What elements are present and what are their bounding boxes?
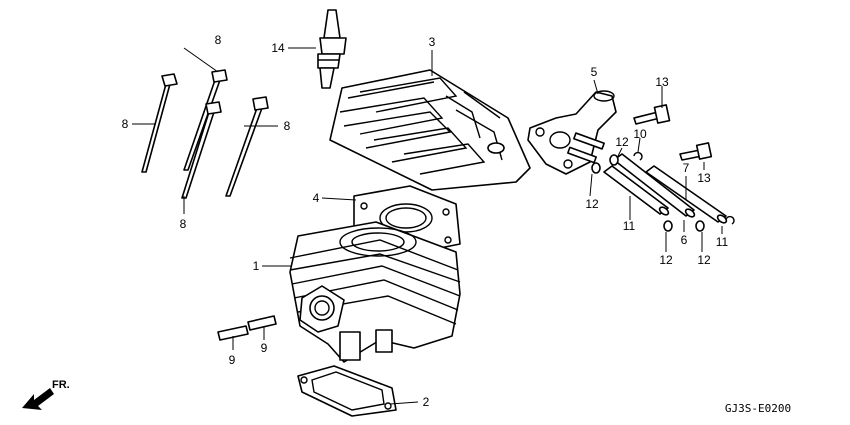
stud-bolt-8-a xyxy=(141,73,178,173)
callout-8-right: 8 xyxy=(284,119,291,133)
clip-11-a xyxy=(633,151,643,161)
callout-10: 11 xyxy=(623,219,636,233)
cylinder-block xyxy=(289,221,461,363)
callout-13-top: 13 xyxy=(655,75,669,89)
spark-plug xyxy=(317,9,347,89)
front-label: FR. xyxy=(52,379,70,391)
callout-2: 2 xyxy=(423,395,430,409)
stud-bolt-8-b xyxy=(183,69,228,171)
callout-6: 6 xyxy=(681,233,688,247)
cylinder-head xyxy=(329,69,531,191)
callout-8-bottom: 8 xyxy=(180,217,187,231)
flange-bolt-13-a xyxy=(633,104,671,125)
stud-bolt-8-d xyxy=(225,96,269,197)
short-stud-9-b xyxy=(247,315,277,331)
callout-12-upper: 12 xyxy=(615,135,629,149)
callout-9-right: 9 xyxy=(261,341,268,355)
callout-12-right: 12 xyxy=(697,253,711,267)
callout-3: 3 xyxy=(429,35,436,49)
short-stud-9-a xyxy=(217,325,249,341)
front-direction-indicator: FR. xyxy=(22,379,70,410)
callout-14: 14 xyxy=(271,41,285,55)
water-pipe-6 xyxy=(613,153,696,218)
stud-bolt-8-c xyxy=(181,101,222,199)
callout-5: 5 xyxy=(591,65,598,79)
flange-bolt-13-b xyxy=(679,142,713,161)
callout-4: 4 xyxy=(313,191,320,205)
callout-12-mid: 12 xyxy=(659,253,673,267)
clip-11-b xyxy=(725,215,735,225)
base-gasket xyxy=(297,365,397,417)
o-ring-12-c xyxy=(663,220,673,232)
o-ring-12-a xyxy=(609,154,619,166)
callout-11-upper: 10 xyxy=(633,127,647,141)
callout-8-left: 8 xyxy=(122,117,129,131)
water-joint-housing xyxy=(527,90,617,175)
o-ring-12-d xyxy=(695,220,705,232)
o-ring-12-b xyxy=(591,162,601,174)
callout-7: 7 xyxy=(683,161,690,175)
callout-1: 1 xyxy=(253,259,260,273)
callout-12-left: 12 xyxy=(585,197,599,211)
diagram-code: GJ3S-E0200 xyxy=(725,402,791,415)
callout-9-left: 9 xyxy=(229,353,236,367)
callout-8-top: 8 xyxy=(215,33,222,47)
callout-11-lower: 11 xyxy=(716,235,729,249)
callout-13-bottom: 13 xyxy=(697,171,711,185)
water-pipe-10 xyxy=(603,165,670,216)
